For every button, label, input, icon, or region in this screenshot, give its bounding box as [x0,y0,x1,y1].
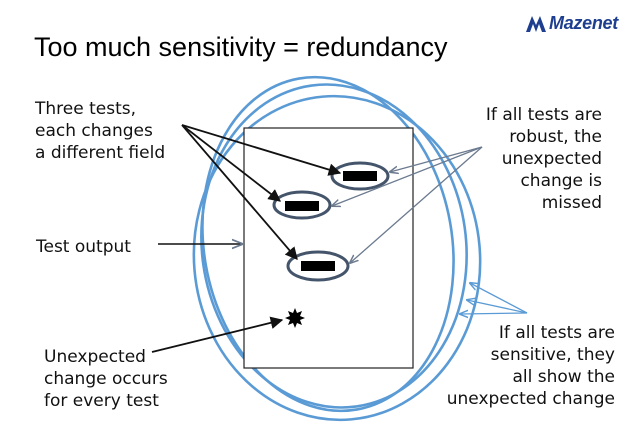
slide-title: Too much sensitivity = redundancy [34,32,448,62]
arrow-tests-to-field-3 [181,124,298,260]
arrow-robust-to-oval-3 [350,146,483,263]
arrow-robust-to-oval-1 [390,146,483,172]
field-bar-1 [343,171,377,181]
label-line: Unexpected [44,347,146,367]
unexpected-change-burst [285,308,305,328]
logo-text: Mazenet [549,13,618,33]
label-sensitive-tests: If all tests are sensitive, they all sho… [447,322,615,410]
mazenet-logo-icon [526,15,546,32]
arrow-tests-to-field-1 [181,124,342,176]
field-bar-3 [301,261,335,271]
arrow-tests-to-field-2 [181,124,281,202]
label-line: If all tests are [485,105,602,125]
arrow-unexpected-change [151,316,284,353]
sensitive-ellipse-2 [200,83,468,409]
label-line: unexpected [501,149,602,169]
arrow-sensitive-to-ellipse-1 [470,283,528,314]
label-line: missed [541,193,602,213]
label-line: sensitive, they [490,345,615,365]
test-output-box [243,127,414,369]
label-line: for every test [44,391,159,411]
sensitive-ellipse-1 [201,75,455,413]
label-unexpected-change: Unexpected change occurs for every test [44,346,168,412]
label-test-output: Test output [36,237,131,257]
arrow-sensitive-to-ellipse-3 [460,313,528,314]
label-three-tests: Three tests, each changes a different fi… [35,98,165,164]
label-line: each changes [35,121,153,141]
arrow-robust-to-oval-2 [332,146,483,206]
arrow-sensitive-to-ellipse-2 [467,300,528,314]
label-line: all show the [512,367,615,387]
robust-oval-1 [330,161,390,191]
label-robust-tests: If all tests are robust, the unexpected … [486,104,602,214]
sensitive-ellipse-3 [192,94,482,422]
label-line: unexpected change [446,389,615,409]
label-line: a different field [35,143,166,163]
label-line: robust, the [509,127,602,147]
robust-oval-3 [286,250,350,282]
label-line: Three tests, [35,99,137,119]
field-bar-2 [285,201,319,211]
mazenet-logo: Mazenet [526,13,618,34]
label-line: If all tests are [498,323,615,343]
label-line: change occurs [44,369,168,389]
label-line: change is [520,171,602,191]
